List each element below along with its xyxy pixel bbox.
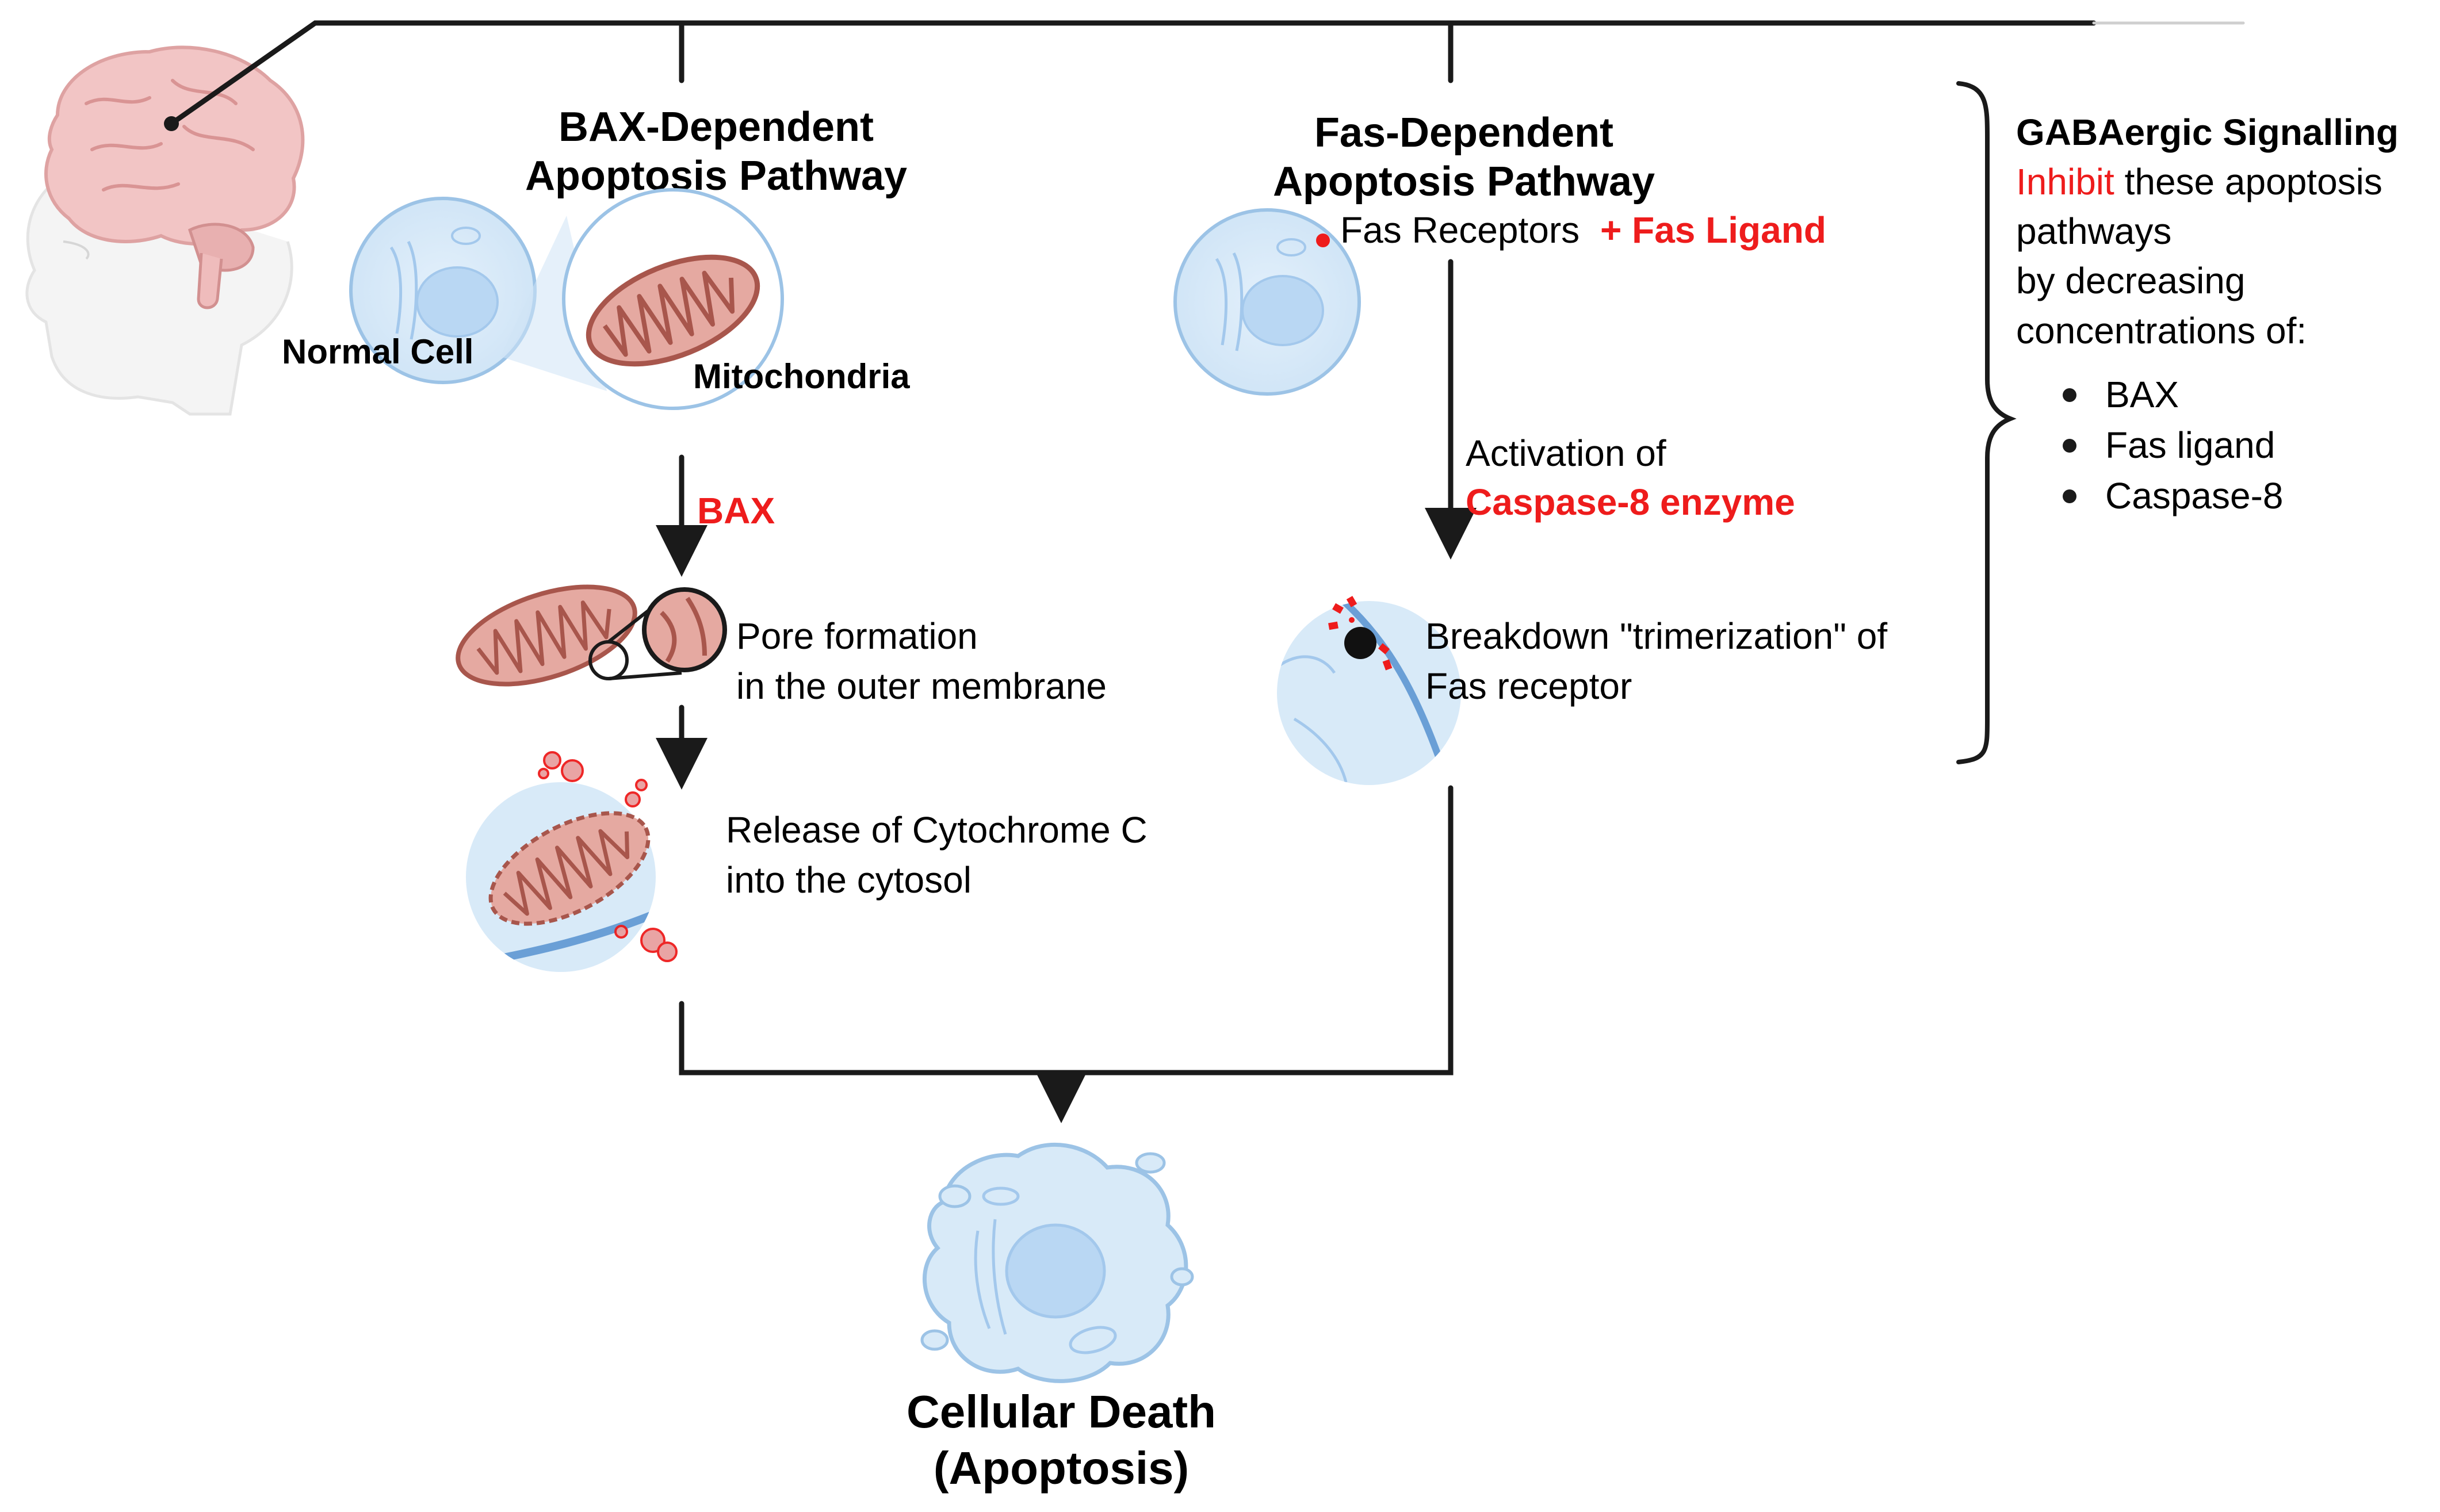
- pore-step-line2: in the outer membrane: [736, 665, 1107, 707]
- mitochondria-label: Mitochondria: [693, 357, 910, 396]
- gaba-line1: Inhibit these apoptosis: [2016, 161, 2382, 202]
- fas-cell-icon: [1173, 208, 1361, 396]
- head-brain-illustration: [25, 45, 305, 416]
- gaba-bullet-2: Fas ligand: [2105, 424, 2275, 466]
- bullet-dot: [2063, 439, 2076, 453]
- activation-line1: Activation of: [1466, 432, 1666, 474]
- bax-pathway: BAX-Dependent Apoptosis Pathway Normal C…: [282, 104, 1148, 972]
- gaba-line4: concentrations of:: [2016, 310, 2307, 351]
- connector-lines: [169, 20, 2245, 1123]
- bullet-dot: [2063, 388, 2076, 402]
- bullet-dot: [2063, 489, 2076, 503]
- brain-icon: [44, 45, 305, 246]
- bax-title-line2: Apoptosis Pathway: [525, 153, 907, 199]
- bax-title-line1: BAX-Dependent: [559, 104, 874, 150]
- release-step-line1: Release of Cytochrome C: [726, 809, 1148, 851]
- top-connector-line: [169, 20, 2097, 127]
- normal-cell-label: Normal Cell: [282, 332, 473, 371]
- gaba-bullet-1: BAX: [2105, 374, 2179, 415]
- cytochrome-release-icon: [466, 751, 678, 972]
- fas-receptor-label: Fas Receptors + Fas Ligand: [1340, 209, 1826, 251]
- fas-title-line1: Fas-Dependent: [1314, 110, 1613, 156]
- fas-title-line2: Apoptosis Pathway: [1273, 159, 1655, 205]
- activation-line2: Caspase-8 enzyme: [1466, 481, 1795, 523]
- outcome-line1: Cellular Death: [907, 1386, 1216, 1437]
- fas-pathway: Fas-Dependent Apoptosis Pathway Fas Rece…: [1173, 110, 1887, 785]
- release-step-line2: into the cytosol: [726, 859, 972, 901]
- pore-step-line1: Pore formation: [736, 615, 978, 657]
- fas-receptor-dot: [1316, 234, 1330, 247]
- gaba-section: GABAergic Signalling Inhibit these apopt…: [1956, 81, 2399, 764]
- normal-cell-icon: [349, 197, 537, 384]
- pore-mitochondrion-icon: [456, 584, 727, 687]
- gaba-line3: by decreasing: [2016, 260, 2245, 301]
- gaba-line2: pathways: [2016, 210, 2171, 252]
- apoptotic-cell-icon: [920, 1142, 1194, 1383]
- breakdown-line2: Fas receptor: [1425, 665, 1632, 707]
- gaba-title: GABAergic Signalling: [2016, 112, 2399, 153]
- gaba-bullet-3: Caspase-8: [2105, 475, 2284, 516]
- breakdown-line1: Breakdown "trimerization" of: [1425, 615, 1887, 657]
- curly-brace-icon: [1956, 81, 2017, 764]
- mitochondria-zoom-icon: [562, 188, 784, 410]
- bax-arrow-label: BAX: [697, 490, 775, 531]
- outcome-line2: (Apoptosis): [934, 1442, 1189, 1494]
- gaba-bullet-list: BAX Fas ligand Caspase-8: [2063, 374, 2284, 516]
- receptor-breakdown-icon: [1277, 596, 1461, 785]
